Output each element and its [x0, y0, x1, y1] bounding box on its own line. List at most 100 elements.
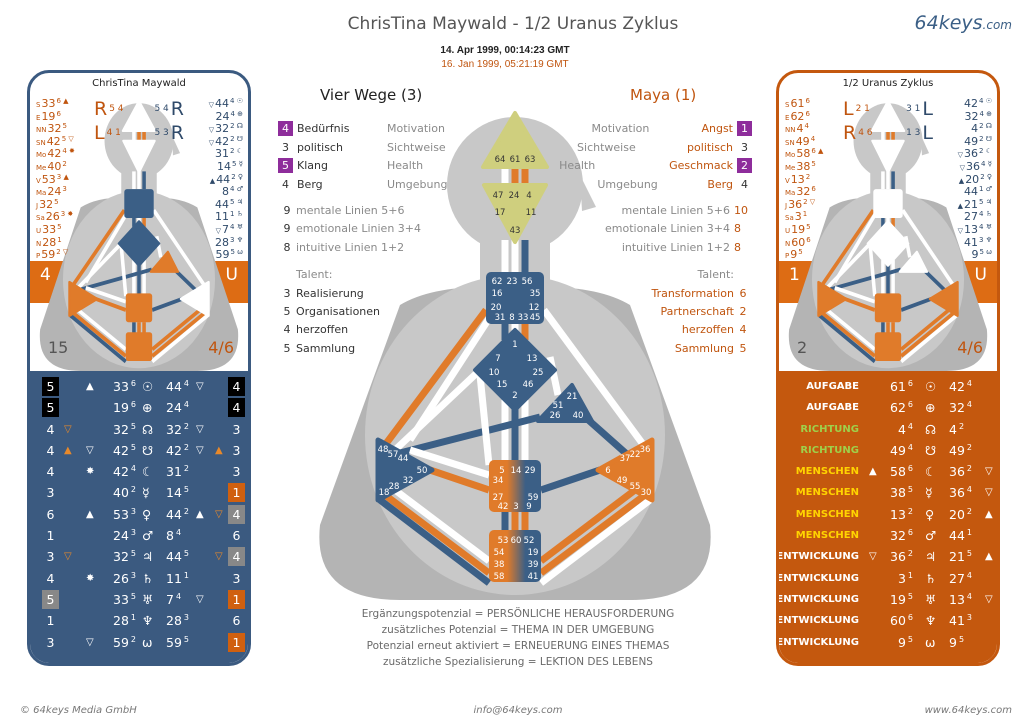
spleen-gate: 18 [379, 488, 390, 498]
brand-name: 64keys [914, 12, 983, 34]
profile-value: 4/6 [957, 338, 983, 357]
marker-icon: ▲ [869, 466, 877, 478]
g-gate: 13 [527, 354, 538, 364]
footer-website[interactable]: www.64keys.com [924, 705, 1012, 716]
sacral-gate: 42 [498, 502, 509, 512]
planet-icon: ☿ [142, 485, 150, 501]
talent-count: 4 [739, 323, 747, 336]
solar-plexus-gate: 36 [640, 445, 651, 455]
line-label: intuitive Linien 1+2 [296, 241, 405, 254]
personality-activation-list: ▽444 ☉244 ⊕▽322 ☊▽422 ☋312 ☾145 ☿▲442 ♀8… [208, 97, 243, 262]
design-activation: Mo586 ▲ [785, 147, 824, 161]
channel [538, 487, 638, 564]
line-label: mentale Linien 5+6 [296, 204, 405, 217]
spleen-center [68, 280, 99, 317]
marker-icon: ▲ [985, 551, 993, 563]
brand-logo[interactable]: 64keys.com [915, 12, 1012, 34]
way-category: Motivation [591, 122, 650, 135]
orange-triangle-icon: ▽ [215, 508, 223, 520]
planet-icon: ⊕ [925, 400, 936, 416]
throat-gate: 56 [522, 277, 533, 287]
ajna-center [122, 139, 156, 174]
ajna-center [871, 139, 905, 174]
personality-activation: ▽422 ☋ [208, 134, 243, 148]
channel [582, 414, 633, 460]
line-count: 8 [734, 222, 741, 235]
throat-center [124, 189, 154, 218]
marker-icon: ▽ [86, 636, 94, 648]
left-line-number: 4 [46, 442, 55, 458]
head-center [870, 99, 906, 133]
personality-activation: 84 ♂ [222, 185, 243, 199]
channel [904, 235, 912, 258]
right-line-number: 3 [232, 570, 241, 586]
solar-plexus-gate: 30 [641, 488, 652, 498]
marker-icon: ▽ [196, 593, 204, 605]
band-left-value: 4 [40, 265, 51, 285]
solar-plexus-gate: 6 [605, 466, 610, 476]
planet-icon: ☉ [925, 379, 937, 394]
talent-label: Transformation [651, 287, 734, 300]
g-center [117, 220, 161, 267]
marker-icon: ▽ [869, 551, 877, 563]
left-line-number: 3 [46, 485, 55, 501]
talent-label: Realisierung [296, 287, 364, 300]
line-label: emotionale Linien 3+4 [604, 222, 730, 235]
way-number: 3 [282, 141, 289, 154]
channel [151, 314, 209, 364]
channel [392, 367, 483, 453]
footer-email[interactable]: info@64keys.com [473, 705, 563, 716]
marker-icon: ▲ [985, 508, 993, 520]
way-label: politisch [687, 141, 733, 154]
theme-label: MENSCHEN [795, 530, 859, 542]
channel [476, 374, 493, 466]
channel [392, 487, 492, 564]
channel [377, 497, 492, 586]
personality-activation: ▲442 ♀ [209, 172, 243, 186]
heart-center [898, 250, 929, 273]
channel [151, 311, 206, 358]
design-activation: V533 ▲ [36, 172, 69, 186]
design-activation: N606 [785, 235, 811, 249]
planet-icon: ♆ [142, 613, 154, 629]
way-number: 4 [278, 121, 293, 136]
head-gate: 63 [525, 155, 536, 165]
throat-gate: 8 [509, 313, 514, 323]
design-activation: U335 [36, 222, 62, 236]
planet-icon: ♃ [142, 549, 154, 565]
talent-count: 5 [283, 342, 291, 355]
theme-label: AUFGABE [806, 381, 859, 392]
root-gate: 54 [494, 548, 505, 558]
ajna-gate: 17 [495, 208, 506, 218]
personality-activation: ▽134 ♅ [957, 222, 992, 236]
channel [382, 492, 492, 576]
marker-icon: ▽ [985, 593, 993, 605]
channel [900, 308, 950, 351]
root-center [125, 332, 153, 362]
